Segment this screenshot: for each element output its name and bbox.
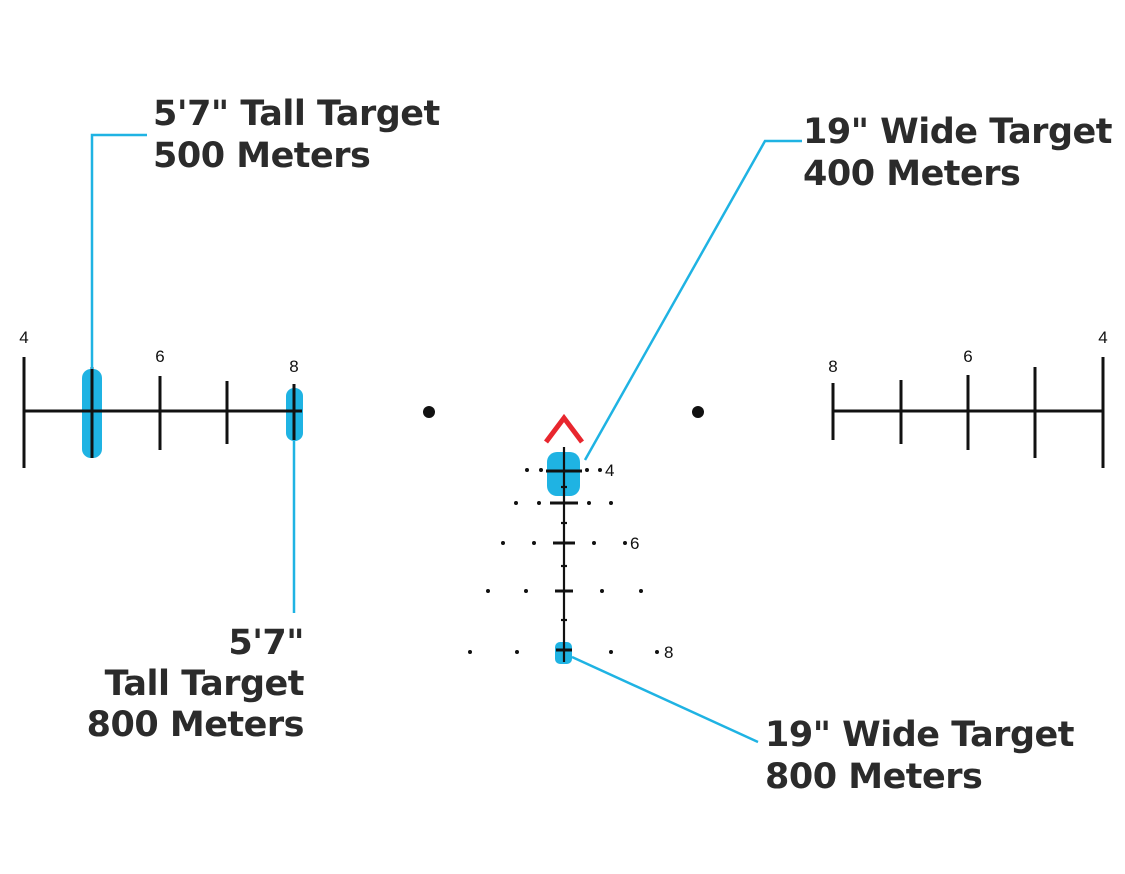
- left-scale-label-4: 4: [19, 328, 28, 347]
- callout-tall-800m: 5'7" Tall Target 800 Meters: [87, 623, 305, 745]
- ladder-hash-marks: [561, 485, 567, 622]
- right-scale-label-6: 6: [963, 347, 972, 366]
- leader-line-tall-500m: [90, 133, 147, 369]
- callout-tall-800m-line2: Tall Target: [105, 664, 304, 704]
- right-scale-label-8: 8: [828, 357, 837, 376]
- callout-tall-500m-line1: 5'7" Tall Target: [153, 94, 440, 134]
- callout-tall-800m-line3: 800 Meters: [87, 705, 304, 745]
- callout-wide-800m: 19" Wide Target 800 Meters: [765, 715, 1074, 797]
- right-scale-label-4: 4: [1098, 328, 1107, 347]
- center-scale-label-6: 6: [630, 534, 639, 553]
- callout-wide-800m-line1: 19" Wide Target: [765, 715, 1074, 755]
- callout-tall-800m-line1: 5'7": [228, 623, 304, 663]
- callout-wide-400m-line2: 400 Meters: [803, 154, 1020, 194]
- leader-line-wide-800m: [571, 655, 759, 744]
- center-bdc-ladder: 4 6 8: [468, 447, 673, 664]
- center-scale-label-4: 4: [605, 461, 614, 480]
- leader-line-wide-400m: [583, 139, 802, 461]
- center-scale-label-8: 8: [664, 643, 673, 662]
- callout-wide-400m-line1: 19" Wide Target: [803, 112, 1112, 152]
- left-range-scale: 4 6 8: [19, 328, 299, 468]
- callout-wide-800m-line2: 800 Meters: [765, 757, 982, 797]
- callout-tall-500m: 5'7" Tall Target 500 Meters: [153, 94, 440, 176]
- left-center-dot-icon: [423, 406, 435, 418]
- left-scale-label-8: 8: [289, 357, 298, 376]
- callout-tall-500m-line2: 500 Meters: [153, 136, 370, 176]
- callout-wide-400m: 19" Wide Target 400 Meters: [803, 112, 1112, 194]
- right-center-dot-icon: [692, 406, 704, 418]
- left-scale-label-6: 6: [155, 347, 164, 366]
- red-chevron-icon: [544, 413, 584, 444]
- wind-hold-dots: [468, 468, 659, 654]
- right-range-scale: 8 6 4: [828, 328, 1108, 468]
